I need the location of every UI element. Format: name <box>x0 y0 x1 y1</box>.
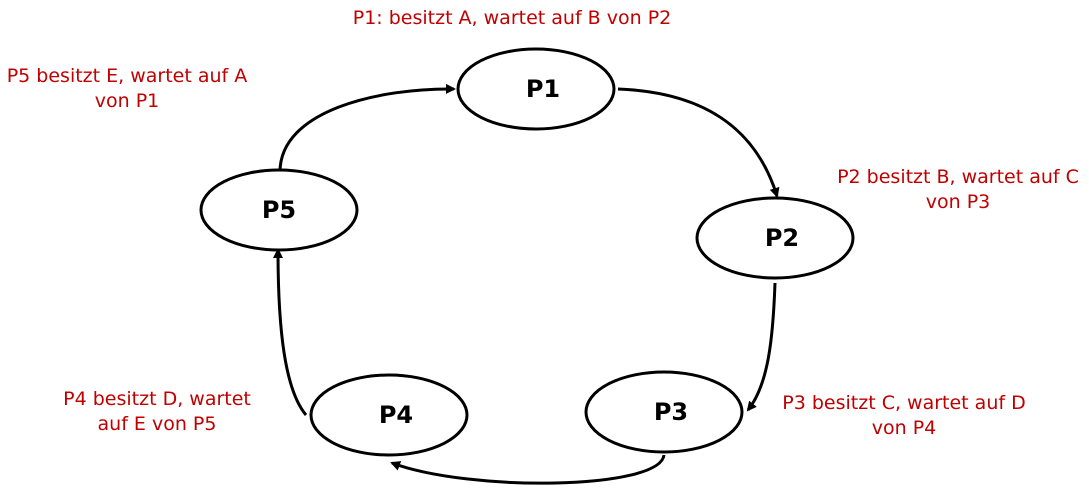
node-p4-label: P4 <box>379 401 413 429</box>
annotation-p2-line2: von P3 <box>926 191 991 213</box>
node-p5-label: P5 <box>262 196 296 224</box>
annotation-p5-line2: von P1 <box>95 90 160 112</box>
node-p1: P1 <box>456 47 616 131</box>
annotation-p2: P2 besitzt B, wartet auf C von P3 <box>837 166 1079 213</box>
annotation-p5-line1: P5 besitzt E, wartet auf A <box>7 65 248 87</box>
annotation-p3-line1: P3 besitzt C, wartet auf D <box>782 392 1025 414</box>
node-p4: P4 <box>309 373 469 457</box>
annotation-p4-line1: P4 besitzt D, wartet <box>63 388 251 410</box>
edge-p2-to-p3 <box>746 282 777 412</box>
node-p5: P5 <box>199 168 359 252</box>
edge-p3-to-p4 <box>390 454 666 485</box>
node-p3-label: P3 <box>654 398 688 426</box>
annotation-p1-line1: P1: besitzt A, wartet auf B von P2 <box>353 7 672 29</box>
node-p2-label: P2 <box>765 224 799 252</box>
annotation-p4-line2: auf E von P5 <box>98 413 217 435</box>
annotation-p4: P4 besitzt D, wartet auf E von P5 <box>63 388 251 435</box>
node-p1-label: P1 <box>526 75 560 103</box>
edge-p4-to-p5 <box>273 248 308 416</box>
annotation-p3: P3 besitzt C, wartet auf D von P4 <box>782 392 1025 439</box>
node-p3: P3 <box>584 370 744 454</box>
node-p2: P2 <box>695 196 855 280</box>
edge-p5-to-p1 <box>278 83 456 173</box>
annotation-p3-line2: von P4 <box>872 417 937 439</box>
edge-p1-to-p2 <box>617 87 780 198</box>
annotation-p1: P1: besitzt A, wartet auf B von P2 <box>353 7 672 29</box>
annotation-p2-line1: P2 besitzt B, wartet auf C <box>837 166 1079 188</box>
annotation-p5: P5 besitzt E, wartet auf A von P1 <box>7 65 248 112</box>
